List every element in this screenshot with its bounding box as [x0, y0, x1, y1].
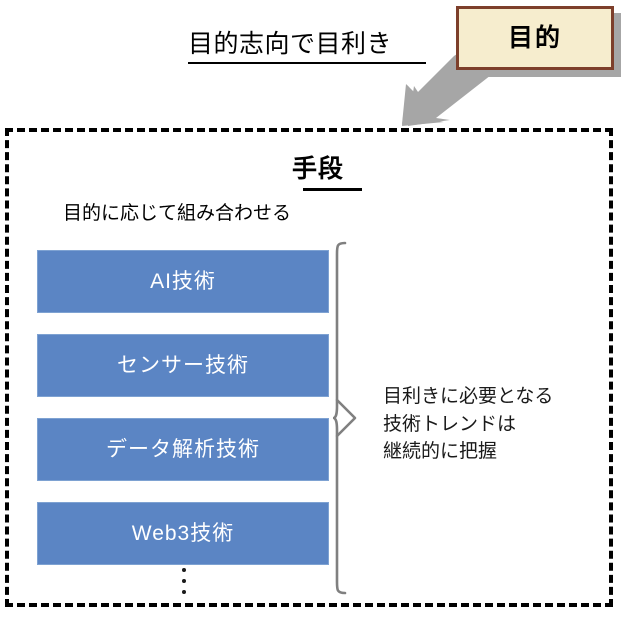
tech-box-label: AI技術: [150, 270, 216, 293]
means-heading: 手段: [292, 155, 345, 183]
purpose-box-label: 目的: [507, 23, 562, 52]
brace-note-line: 技術トレンドは: [383, 413, 517, 435]
brace-note-line: 目利きに必要となる: [383, 386, 554, 407]
tech-box[interactable]: AI技術: [37, 250, 329, 313]
vertical-ellipsis-icon: [178, 568, 190, 594]
tech-box-label: データ解析技術: [106, 438, 260, 461]
tech-box[interactable]: センサー技術: [37, 334, 329, 397]
tech-box-list: AI技術 センサー技術 データ解析技術 Web3技術: [37, 250, 329, 586]
tech-box-label: センサー技術: [117, 354, 249, 377]
means-heading-underline: [303, 188, 362, 191]
purpose-box: 目的: [456, 6, 614, 70]
brace-note-line: 継続的に把握: [383, 441, 498, 463]
top-title: 目的志向で目利き: [188, 30, 393, 58]
top-title-underline: [188, 62, 426, 64]
ellipsis-dot: [182, 579, 186, 583]
ellipsis-dot: [182, 568, 186, 572]
tech-box[interactable]: Web3技術: [37, 502, 329, 565]
ellipsis-dot: [182, 590, 186, 594]
means-caption: 目的に応じて組み合わせる: [63, 203, 292, 224]
tech-box[interactable]: データ解析技術: [37, 418, 329, 481]
curly-brace-icon: [333, 241, 357, 595]
tech-box-label: Web3技術: [131, 522, 235, 545]
means-frame: [5, 128, 613, 607]
brace-note: 目利きに必要となる 技術トレンドは 継続的に把握: [383, 383, 553, 466]
